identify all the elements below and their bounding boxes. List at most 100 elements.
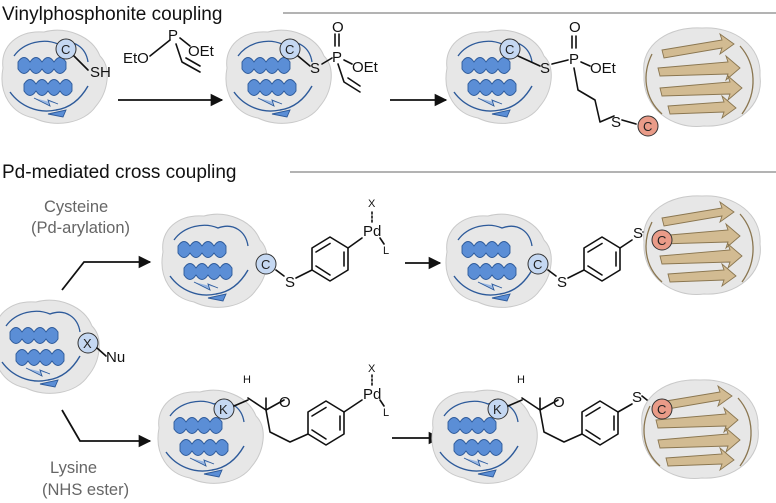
branch-arrow-cysteine	[61, 255, 152, 291]
lysine-circle	[487, 398, 509, 420]
cysteine-circle	[255, 253, 277, 275]
cysteine-label: Cysteine	[44, 198, 108, 216]
palladium-label: Pd	[363, 386, 381, 403]
lysine-label: Lysine	[50, 459, 97, 477]
vinylphosphonite-title: Vinylphosphonite coupling	[2, 4, 222, 25]
bond	[621, 119, 637, 125]
bond	[96, 347, 107, 357]
bond	[567, 269, 585, 279]
nhs-ester-label: (NHS ester)	[42, 481, 129, 499]
cysteine-circle	[55, 38, 77, 60]
bond	[580, 61, 591, 67]
blue-protein	[445, 29, 552, 125]
aromatic-bonds	[315, 242, 345, 276]
ethyl-linker-bond	[573, 67, 615, 123]
cys-residue: C	[61, 42, 70, 57]
sulfur-label: S	[285, 274, 295, 291]
vinyl-double-bond	[185, 57, 201, 67]
phosphorus-label: P	[332, 49, 342, 66]
bond	[551, 59, 569, 65]
palladium-label: Pd	[363, 223, 381, 240]
sulfur-label: S	[611, 114, 621, 131]
oet-label: OEt	[352, 59, 379, 76]
tan-protein	[642, 27, 762, 128]
nu-label: Nu	[106, 349, 125, 366]
bond	[619, 239, 633, 249]
cys-residue: C	[285, 42, 294, 57]
l-ligand-label: L	[383, 245, 389, 257]
p-o-double-bond	[571, 35, 577, 49]
vinyl-bond	[337, 63, 361, 93]
vinyl-bond	[175, 43, 201, 73]
bond	[295, 269, 313, 279]
x-ligand-label: X	[368, 198, 376, 210]
phosphorus-label: P	[569, 51, 579, 68]
h-label: H	[243, 374, 251, 386]
bond	[275, 269, 285, 277]
cys-residue: C	[261, 257, 270, 272]
cys-residue: C	[657, 233, 666, 248]
cysteine-circle-red	[637, 115, 659, 137]
sulfur-label: S	[540, 60, 550, 77]
bond	[379, 399, 385, 407]
bond	[517, 55, 541, 67]
lysine-circle	[213, 398, 235, 420]
residue-x: X	[83, 336, 92, 351]
l-ligand-label: L	[383, 407, 389, 419]
residue-x-circle	[77, 332, 99, 354]
bond	[297, 55, 311, 67]
blue-protein	[157, 389, 264, 485]
cysteine-circle	[279, 38, 301, 60]
cys-residue: C	[643, 119, 652, 134]
cys-residue: C	[657, 402, 666, 417]
sulfur-label: S	[310, 60, 320, 77]
aromatic-bonds	[311, 406, 341, 440]
aromatic-bonds	[585, 406, 615, 440]
oxygen-label: O	[332, 19, 344, 36]
tan-protein	[640, 379, 760, 480]
pd-arylation-label: (Pd-arylation)	[31, 219, 130, 237]
cys-residue: C	[505, 42, 514, 57]
sulfur-label: S	[632, 389, 642, 406]
branch-arrow-lysine	[61, 409, 152, 448]
aromatic-bonds	[587, 242, 617, 276]
cysteine-circle	[527, 253, 549, 275]
blue-protein	[431, 389, 538, 485]
bond	[149, 39, 171, 57]
cysteine-circle-red	[651, 398, 673, 420]
propyl-linker-bond	[539, 409, 583, 443]
oxygen-label: O	[279, 394, 291, 411]
propyl-linker-bond	[265, 409, 309, 443]
bond	[547, 269, 557, 277]
bond	[347, 237, 363, 249]
bond	[343, 59, 353, 65]
bond	[507, 399, 523, 407]
cysteine-circle-red	[651, 229, 673, 251]
lys-residue: K	[493, 402, 502, 417]
bond	[379, 237, 385, 245]
phosphorus-label: P	[168, 27, 178, 44]
bond	[73, 55, 89, 71]
vinyl-double-bond	[347, 77, 361, 87]
blue-protein	[161, 213, 268, 309]
oxygen-label: O	[553, 394, 565, 411]
bond	[343, 399, 363, 413]
sulfur-label: S	[557, 274, 567, 291]
bond	[617, 403, 633, 413]
h-label: H	[517, 374, 525, 386]
pd-title: Pd-mediated cross coupling	[2, 162, 236, 183]
oet-label: OEt	[188, 43, 215, 60]
bond	[321, 57, 333, 65]
p-o-double-bond	[334, 33, 340, 47]
sulfur-label: S	[633, 225, 643, 242]
x-ligand-label: X	[368, 363, 376, 375]
oet-label: OEt	[590, 60, 617, 77]
eto-label: EtO	[123, 50, 149, 67]
oxygen-label: O	[569, 19, 581, 36]
bond	[233, 399, 249, 407]
sh-label: SH	[90, 64, 111, 81]
cysteine-circle	[499, 38, 521, 60]
lys-residue: K	[219, 402, 228, 417]
bond	[179, 37, 191, 47]
